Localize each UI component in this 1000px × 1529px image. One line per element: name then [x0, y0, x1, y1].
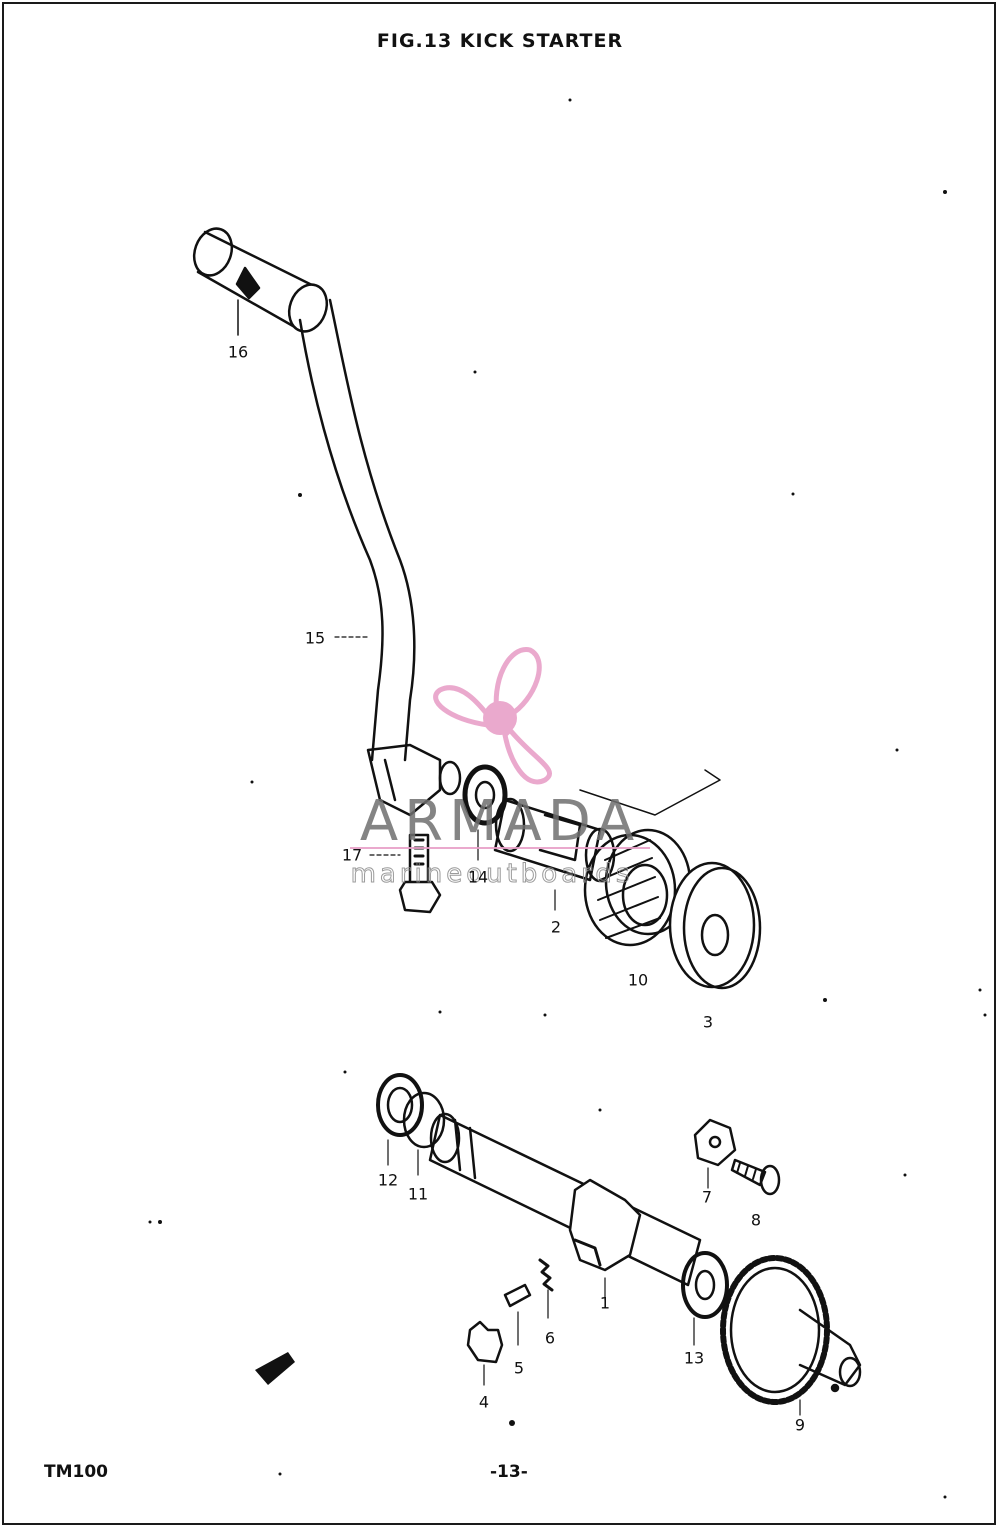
callout-3: 3 — [702, 1012, 714, 1032]
callout-1: 1 — [599, 1293, 611, 1313]
callout-5: 5 — [513, 1358, 525, 1378]
watermark-logo-icon — [350, 647, 650, 849]
figure-title: FIG.13 KICK STARTER — [376, 30, 624, 52]
model-code: TM100 — [44, 1462, 108, 1482]
part-return-spring — [583, 828, 692, 947]
callout-12: 12 — [377, 1170, 399, 1190]
part-small-components — [466, 1258, 554, 1386]
page-number: -13- — [490, 1462, 528, 1482]
part-spring-guide — [668, 861, 762, 990]
callout-17: 17 — [341, 845, 363, 865]
callout-2: 2 — [550, 917, 562, 937]
callout-16: 16 — [227, 342, 249, 362]
callout-6: 6 — [544, 1328, 556, 1348]
part-lever-bolt — [369, 833, 442, 914]
scan-debris-mark — [255, 1352, 295, 1385]
part-washer-13 — [681, 1251, 729, 1346]
callout-14: 14 — [467, 867, 489, 887]
part-kick-shaft — [428, 1112, 702, 1301]
watermark-tagline: marineoutboards — [351, 859, 634, 889]
callout-7: 7 — [701, 1187, 713, 1207]
part-oil-seal — [438, 760, 508, 861]
scan-speckles — [148, 98, 987, 1499]
part-kick-gear — [720, 1255, 862, 1416]
part-footrest-rubber — [192, 227, 329, 336]
callout-8: 8 — [750, 1210, 762, 1230]
part-washers-12-11 — [376, 1073, 446, 1176]
watermark-brand: ARMADA — [360, 789, 640, 854]
callout-9: 9 — [794, 1415, 806, 1435]
part-guide-and-screw — [693, 1118, 781, 1196]
callout-4: 4 — [478, 1392, 490, 1412]
callout-13: 13 — [683, 1348, 705, 1368]
callout-11: 11 — [407, 1184, 429, 1204]
callout-10: 10 — [627, 970, 649, 990]
part-kick-lever — [298, 298, 442, 817]
callout-15: 15 — [304, 628, 326, 648]
